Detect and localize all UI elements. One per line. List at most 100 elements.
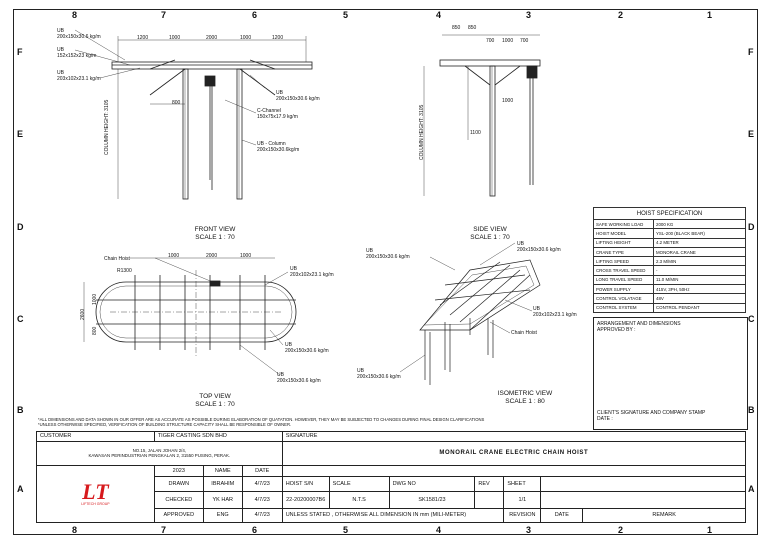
checked-date: 4/7/23 bbox=[241, 490, 283, 509]
top-view-title: TOP VIEW bbox=[199, 393, 231, 400]
front-ub-callout-4-text: UB 200x150x30.6 kg/m bbox=[276, 90, 320, 102]
units-note: UNLESS STATED , OTHERWISE ALL DIMENSION … bbox=[281, 507, 505, 524]
zone-bot-4: 4 bbox=[436, 525, 442, 535]
logo-cell: LT LIFTECH GROUP bbox=[36, 464, 155, 524]
zone-right-c: C bbox=[748, 314, 755, 324]
drawn-label: DRAWN bbox=[153, 476, 204, 492]
remark-header: REMARK bbox=[582, 507, 746, 524]
side-dim-5: 700 bbox=[520, 38, 529, 44]
top-view-scale: SCALE 1 : 70 bbox=[195, 401, 235, 408]
front-ub-callout-2: UB 152x152x23 kg/m bbox=[57, 47, 96, 59]
iso-ub-callout-3: UB 203x102x23.1 kg/m bbox=[533, 306, 577, 318]
approved-date: 4/7/23 bbox=[241, 507, 283, 524]
zone-bot-5: 5 bbox=[343, 525, 349, 535]
drawn-name: IBRAHIM bbox=[202, 476, 243, 492]
zone-right-a: A bbox=[748, 484, 755, 494]
zone-bot-8: 8 bbox=[72, 525, 78, 535]
top-dim-v3: 800 bbox=[92, 326, 98, 335]
spec-key: LIFTING SPEED bbox=[593, 256, 654, 267]
side-dim-1: 850 bbox=[452, 25, 461, 31]
spec-value: MONORAIL CRANE bbox=[653, 246, 746, 258]
spec-key: CROSS TRAVEL SPEED bbox=[593, 265, 654, 276]
top-dim-v1: 2600 bbox=[80, 308, 86, 320]
sheet-value: 1/1 bbox=[503, 490, 542, 509]
date-header: DATE bbox=[241, 464, 283, 478]
top-dim-2: 2000 bbox=[206, 253, 218, 259]
iso-ub-callout-2: UB 200x150x30.6 kg/m bbox=[366, 248, 410, 260]
customer-label: CUSTOMER bbox=[36, 431, 155, 442]
spec-key: CONTROL SYSTEM bbox=[593, 302, 654, 313]
customer-address: NO.15, JALAN JOHAN 2/4, KAWASAN PERINDUS… bbox=[36, 440, 283, 466]
front-ub-callout-3-text: UB 203x102x23.1 kg/m bbox=[57, 70, 101, 82]
iso-view-scale: SCALE 1 : 80 bbox=[505, 398, 545, 405]
customer-name: TIGER CASTING SDN BHD bbox=[153, 431, 283, 442]
front-dim-800: 800 bbox=[172, 100, 181, 106]
spec-key: LONG TRAVEL SPEED bbox=[593, 274, 654, 286]
zone-left-e: E bbox=[17, 129, 24, 139]
zone-bot-3: 3 bbox=[526, 525, 532, 535]
leader-lines bbox=[74, 29, 533, 376]
front-dim-1: 1200 bbox=[137, 35, 149, 41]
arrangement-text: ARRANGEMENT AND DIMENSIONS APPROVED BY : bbox=[597, 321, 681, 333]
spec-key: HOIST MODEL bbox=[593, 228, 654, 239]
zone-right-b: B bbox=[748, 405, 755, 415]
zone-right-f: F bbox=[748, 47, 754, 57]
revision-date-header: DATE bbox=[540, 507, 584, 524]
rev-header: REV bbox=[474, 476, 505, 492]
zone-top-8: 8 bbox=[72, 10, 78, 20]
rev-value bbox=[474, 490, 505, 509]
front-view-drawing bbox=[111, 36, 313, 200]
spec-value: 2.3 M/MIN bbox=[653, 256, 746, 267]
zone-bot-2: 2 bbox=[618, 525, 624, 535]
side-dim-2: 850 bbox=[468, 25, 477, 31]
top-ub-callout-3: UB 200x150x30.6 kg/m bbox=[277, 372, 321, 384]
spec-value: 4.2 METER bbox=[653, 237, 746, 248]
iso-ub-callout-2-text: UB 200x150x30.6 kg/m bbox=[366, 248, 410, 260]
front-cchannel-callout-text: C-Channel 150x75x17.9 kg/m bbox=[257, 108, 298, 120]
blank-cell-2 bbox=[540, 490, 746, 509]
spec-value: 48V bbox=[653, 293, 746, 304]
zone-right-d: D bbox=[748, 222, 755, 232]
zone-bot-7: 7 bbox=[161, 525, 167, 535]
company-logo-sub: LIFTECH GROUP bbox=[81, 501, 110, 506]
front-dim-4: 1000 bbox=[240, 35, 252, 41]
spec-key: CONTROL VOLATAGE bbox=[593, 293, 654, 304]
checked-name: YK HAR bbox=[202, 490, 243, 509]
spec-value: CONTROL PENDANT bbox=[653, 302, 746, 313]
spec-value: 415V, 3PH, 50Hz bbox=[653, 284, 746, 295]
hoist-sn: 22-20200007B6 bbox=[281, 490, 330, 509]
blank-row bbox=[281, 464, 747, 478]
zone-top-1: 1 bbox=[707, 10, 713, 20]
front-ub-callout-4: UB 200x150x30.6 kg/m bbox=[276, 90, 320, 102]
zone-right-e: E bbox=[748, 129, 755, 139]
top-ub-callout-2-text: UB 200x150x30.6 kg/m bbox=[285, 342, 329, 354]
iso-ub-callout-1: UB 200x150x30.6 kg/m bbox=[517, 241, 561, 253]
side-column-height: COLUMN HEIGHT: 3105 bbox=[419, 104, 425, 160]
signature-label: SIGNATURE bbox=[281, 431, 747, 442]
spec-value: - bbox=[653, 265, 746, 276]
drawn-date: 4/7/23 bbox=[241, 476, 283, 492]
iso-ub-callout-3-text: UB 203x102x23.1 kg/m bbox=[533, 306, 577, 318]
spec-key: SAFE WORKING LOAD bbox=[593, 218, 654, 230]
zone-left-b: B bbox=[17, 405, 24, 415]
spec-key: CRANE TYPE bbox=[593, 246, 654, 258]
side-dim-3: 700 bbox=[486, 38, 495, 44]
spec-key: LIFTING HEIGHT bbox=[593, 237, 654, 248]
top-ub-callout-1: UB 203x102x23.1 kg/m bbox=[290, 266, 334, 278]
title-block: CUSTOMER TIGER CASTING SDN BHD SIGNATURE… bbox=[36, 431, 747, 524]
spec-title: HOIST SPECIFICATION bbox=[593, 207, 746, 220]
front-dim-3: 2000 bbox=[206, 35, 218, 41]
side-dim-1100: 1100 bbox=[470, 130, 481, 136]
company-logo: LT bbox=[82, 478, 109, 504]
side-view-title: SIDE VIEW bbox=[473, 226, 507, 233]
year: 2023 bbox=[153, 464, 204, 478]
